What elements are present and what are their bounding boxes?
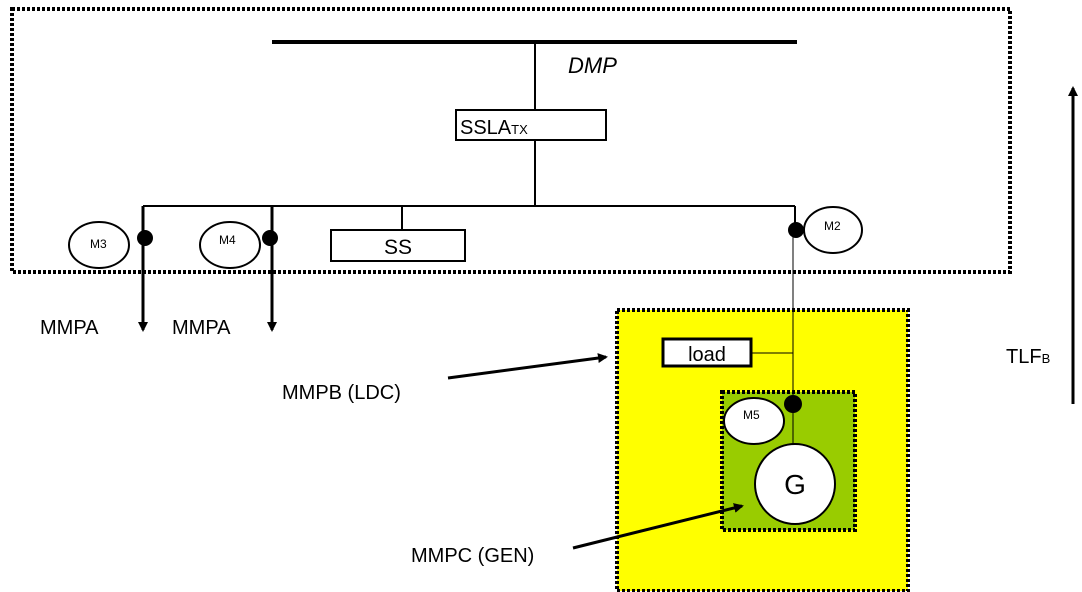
generator-label: G: [784, 469, 806, 500]
tlf-label-sub: B: [1042, 351, 1051, 366]
sslatx-label: SSLATX: [460, 117, 528, 139]
load-box: [661, 337, 753, 368]
load-label: load: [688, 344, 726, 366]
sslatx-box: [455, 109, 607, 141]
mmpb-pointer-arrow: [447, 353, 608, 380]
sslatx-label-main: SSLA: [460, 117, 512, 139]
tlf-label: TLFB: [1006, 346, 1050, 368]
mmpc-pointer-arrow: [572, 503, 744, 550]
generator: [754, 443, 836, 525]
m3-meter-dot: [137, 230, 153, 246]
m4-meter: [199, 221, 261, 269]
m4-meter-dot: [262, 230, 278, 246]
m2-label: M2: [824, 219, 841, 233]
dmp-label: DMP: [568, 53, 617, 78]
m3-label: M3: [90, 237, 107, 251]
m5-meter: [723, 397, 785, 445]
ss-label: SS: [384, 236, 412, 259]
sslatx-label-sub: TX: [511, 122, 528, 137]
m3-meter: [68, 221, 130, 269]
m4-label: M4: [219, 233, 236, 247]
ss-box: [330, 229, 466, 262]
mmpc-label: MMPC (GEN): [411, 545, 534, 567]
m5-label: M5: [743, 408, 760, 422]
mmpb-label: MMPB (LDC): [282, 382, 401, 404]
mmpa-2-label: MMPA: [172, 317, 231, 339]
dmp-boundary: [10, 7, 1012, 274]
m2-meter: [803, 206, 863, 254]
m5-meter-dot: [784, 395, 802, 413]
tlf-label-main: TLF: [1006, 346, 1042, 368]
mmpa-1-label: MMPA: [40, 317, 99, 339]
m2-meter-dot: [788, 222, 804, 238]
